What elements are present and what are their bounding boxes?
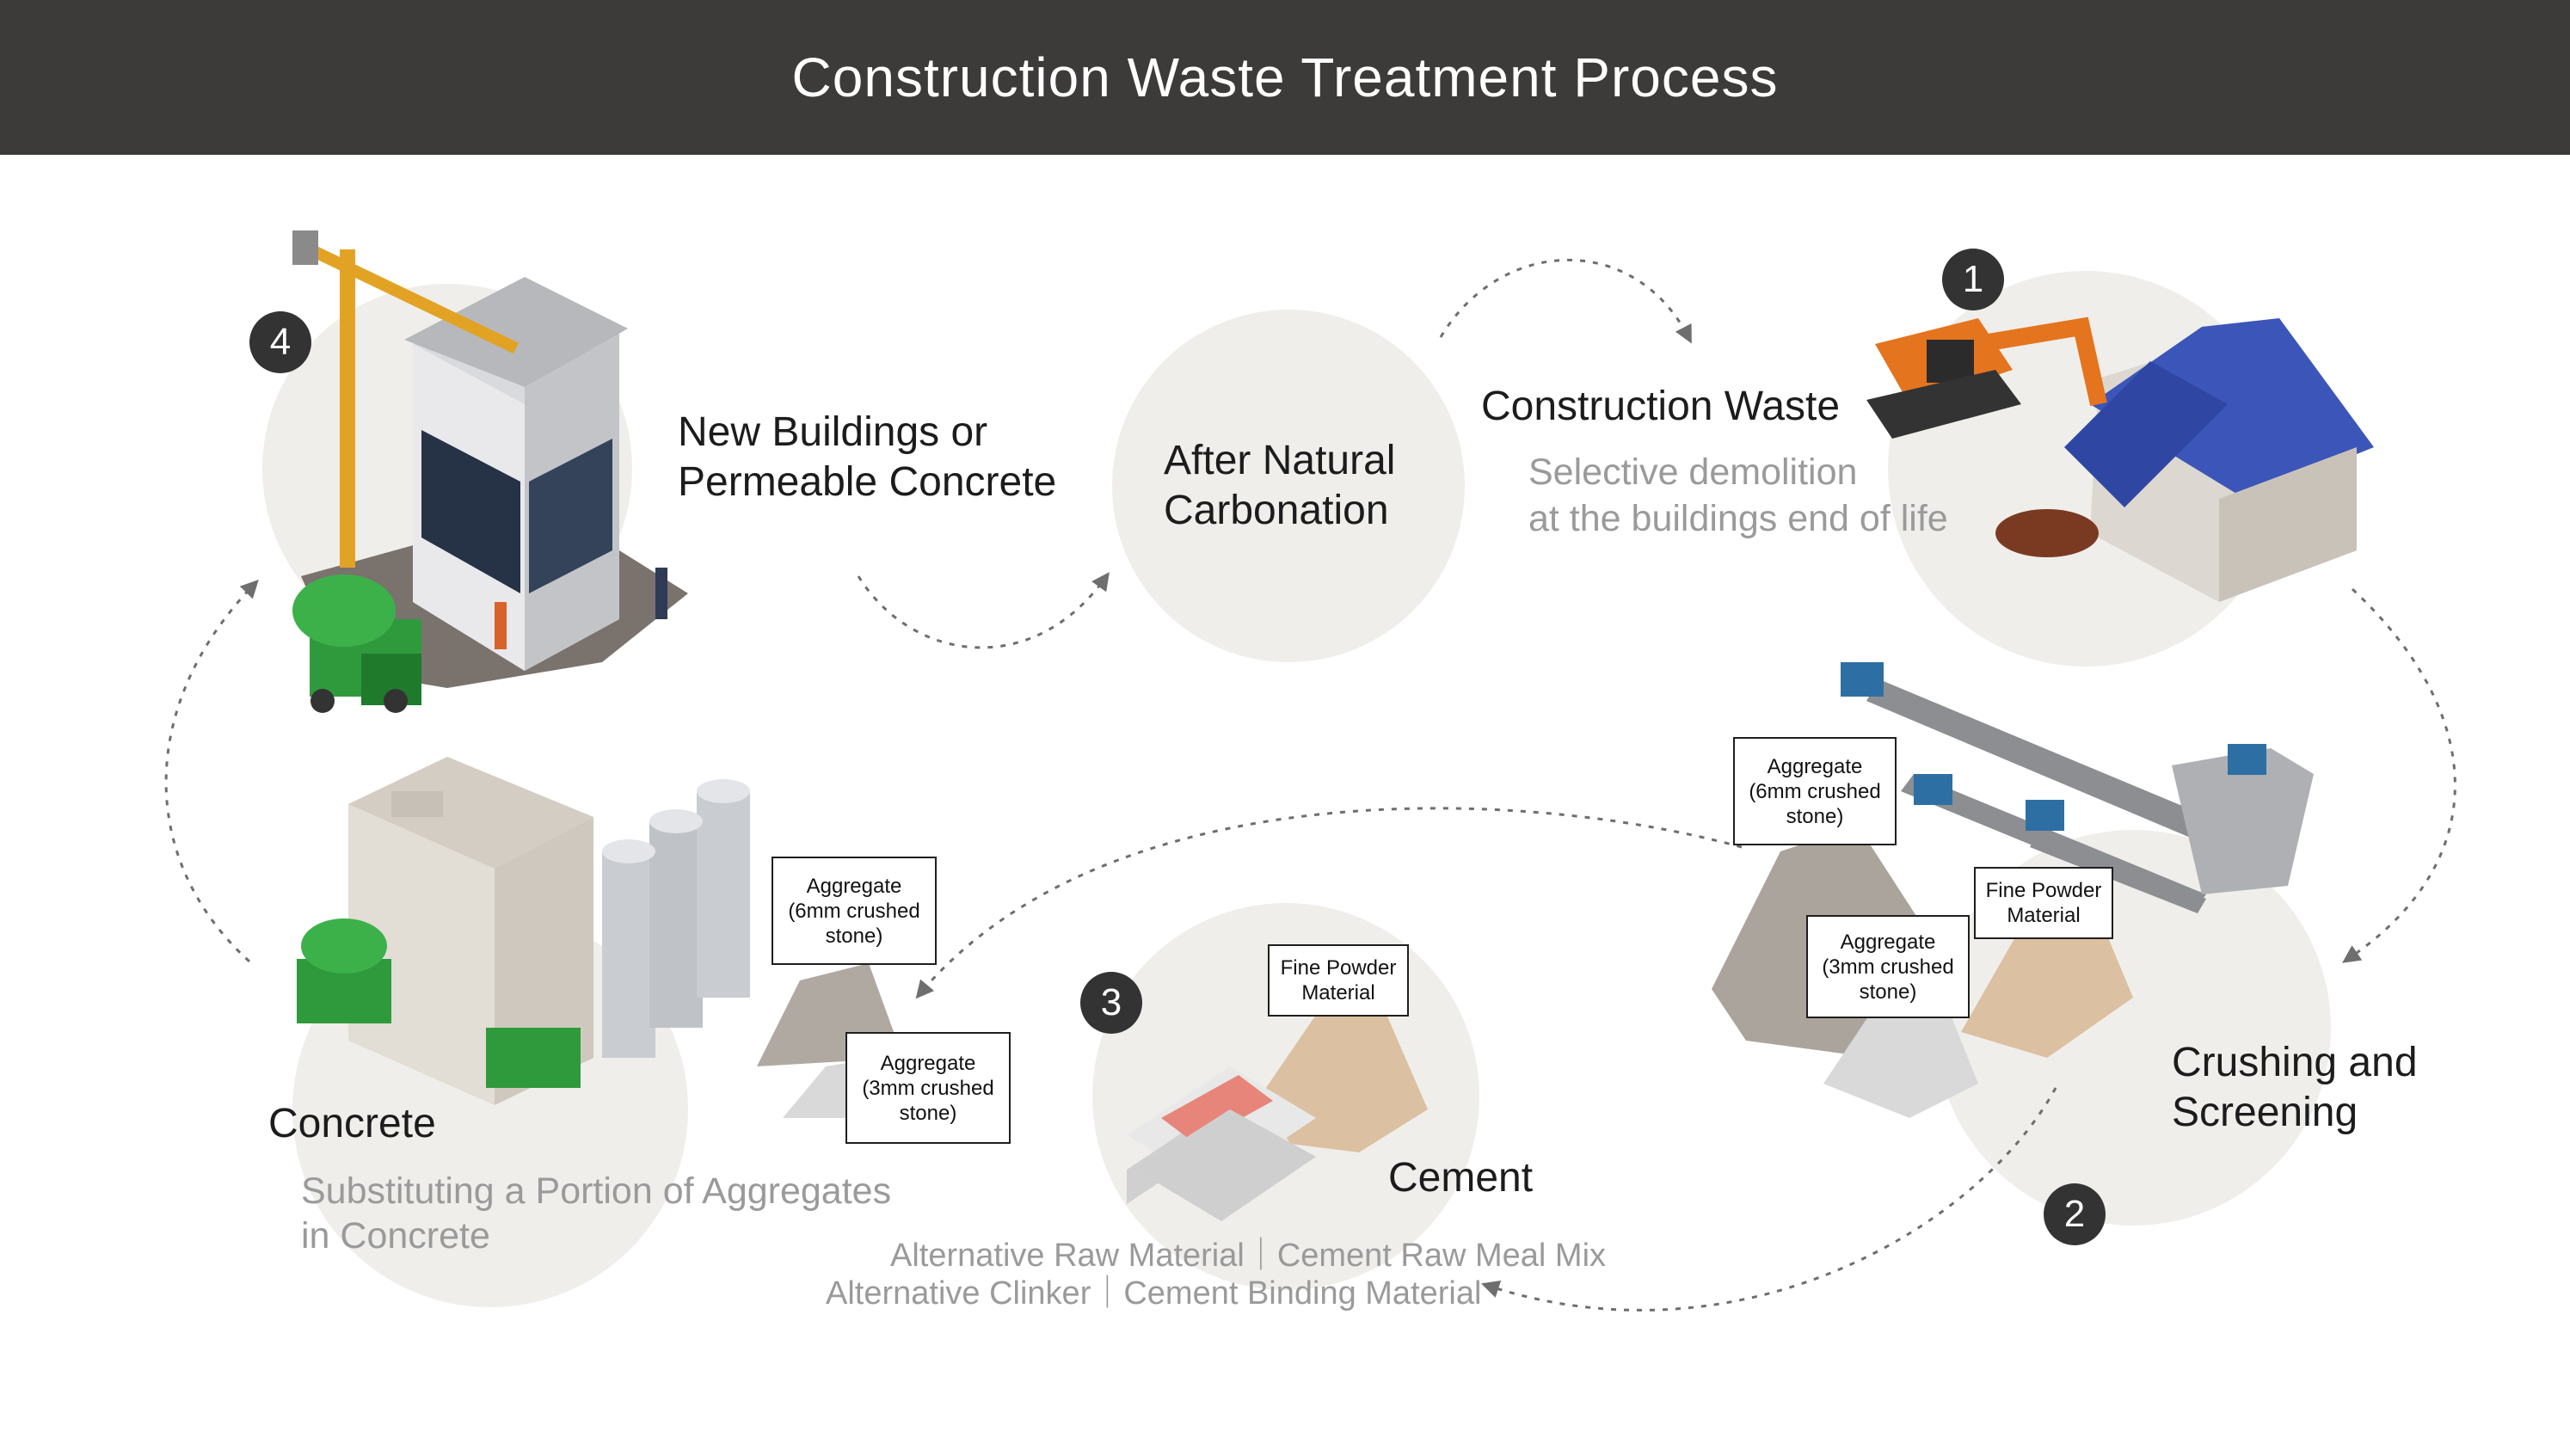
circle-carbonation (1112, 310, 1465, 662)
header-bar: Construction Waste Treatment Process (0, 0, 2570, 155)
page-title: Construction Waste Treatment Process (791, 46, 1779, 108)
desc-concrete-1: Substituting a Portion of Aggregates (301, 1170, 892, 1212)
desc-cement-1: Alternative Raw Material｜Cement Raw Meal… (890, 1238, 1607, 1274)
label-crushing-1: Crushing and (2172, 1040, 2418, 1085)
arrow-crushing-to-concrete (915, 807, 1743, 999)
label-crushing-2: Screening (2172, 1090, 2358, 1135)
demolition-illustration (1866, 316, 2374, 602)
desc-concrete-2: in Concrete (301, 1215, 490, 1256)
label-new-buildings-1: New Buildings or (678, 409, 988, 455)
arrow-new-buildings-to-carbonation (857, 572, 1110, 649)
step-badge-3: 3 (1080, 972, 1142, 1034)
step-badge-4: 4 (249, 311, 311, 373)
desc-cement-2: Alternative Clinker｜Cement Binding Mater… (826, 1275, 1482, 1312)
label-new-buildings-2: Permeable Concrete (678, 459, 1057, 505)
step-badge-1: 1 (1942, 249, 2004, 310)
label-cement: Cement (1388, 1155, 1534, 1201)
step-badge-2: 2 (2044, 1183, 2106, 1245)
desc-construction-waste-2: at the buildings end of life (1528, 498, 1948, 539)
arrow-concrete-to-new-buildings (164, 579, 259, 963)
label-construction-waste: Construction Waste (1481, 384, 1841, 429)
cement-illustration (1127, 1011, 1428, 1221)
new-building-illustration (292, 230, 688, 713)
label-carbonation-2: Carbonation (1164, 488, 1389, 533)
arrow-carbonation-to-waste (1439, 258, 1692, 344)
label-carbonation-1: After Natural (1164, 438, 1396, 483)
label-concrete: Concrete (268, 1101, 436, 1146)
desc-construction-waste-1: Selective demolition (1528, 452, 1858, 493)
arrow-waste-to-crushing (2342, 587, 2456, 963)
